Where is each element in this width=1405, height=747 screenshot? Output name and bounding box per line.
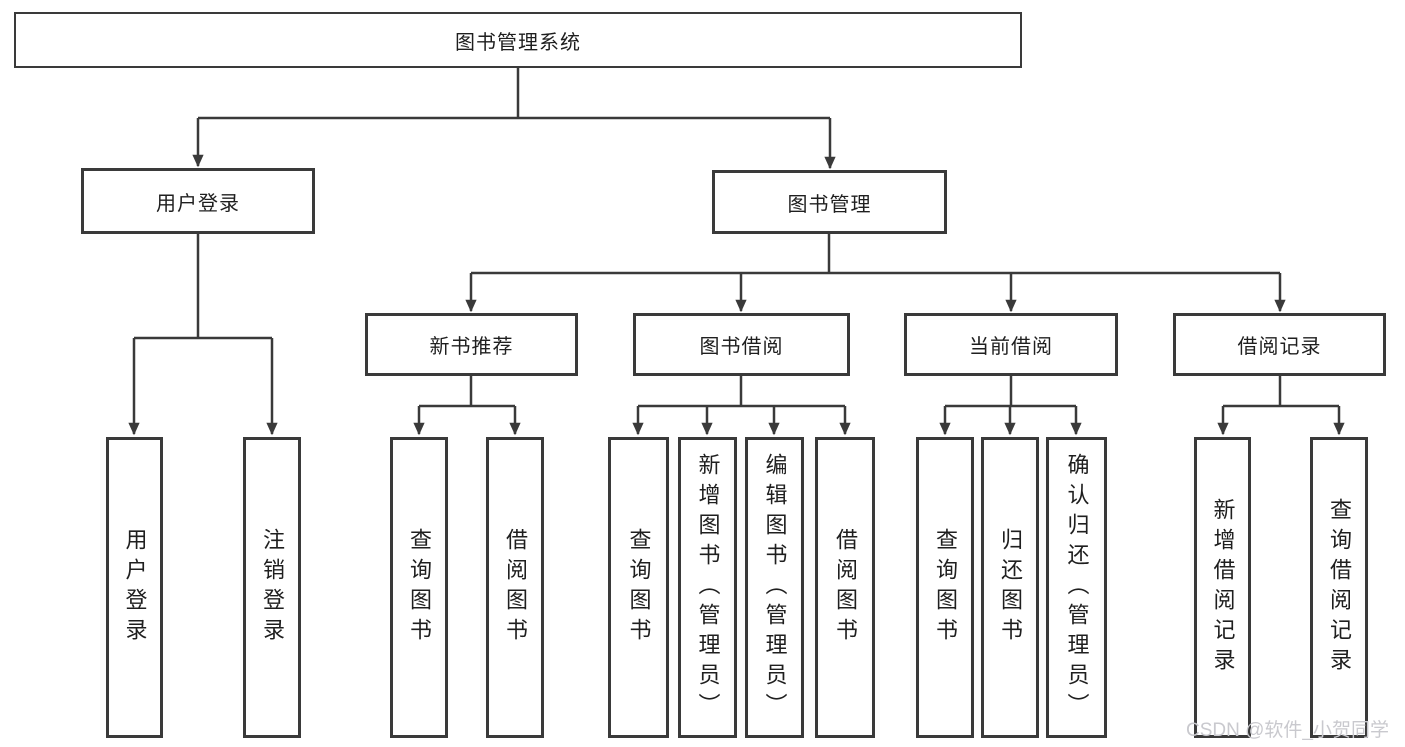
- leaf-confirm-return-admin-label: 确认归还（管理员）: [1064, 452, 1090, 723]
- leaf-edit-books-admin: 编辑图书（管理员）: [745, 437, 804, 738]
- node-book-management: 图书管理: [712, 170, 947, 234]
- node-borrowing-records-label: 借阅记录: [1237, 336, 1322, 358]
- leaf-user-login: 用户登录: [106, 437, 163, 738]
- edge-book-borrowing-to-leaves: [632, 376, 851, 436]
- leaf-edit-books-admin-label: 编辑图书（管理员）: [762, 452, 788, 723]
- leaf-add-books-admin-label: 新增图书（管理员）: [695, 452, 721, 723]
- leaf-return-books: 归还图书: [981, 437, 1039, 738]
- leaf-borrow-books-2: 借阅图书: [815, 437, 875, 738]
- leaf-logout-label: 注销登录: [260, 527, 285, 648]
- leaf-borrow-books-1: 借阅图书: [486, 437, 544, 738]
- leaf-add-borrow-record-label: 新增借阅记录: [1210, 497, 1236, 678]
- node-current-borrowing: 当前借阅: [904, 313, 1118, 376]
- csdn-watermark: CSDN @软件_小贺同学: [1186, 720, 1389, 741]
- leaf-borrow-books-1-label: 借阅图书: [503, 527, 528, 648]
- node-current-borrowing-label: 当前借阅: [969, 336, 1053, 358]
- leaf-confirm-return-admin: 确认归还（管理员）: [1046, 437, 1107, 738]
- leaf-add-books-admin: 新增图书（管理员）: [678, 437, 737, 738]
- node-book-borrowing-label: 图书借阅: [699, 336, 784, 358]
- edge-new-book-to-leaves: [413, 376, 521, 436]
- node-root: 图书管理系统: [14, 12, 1022, 68]
- node-root-label: 图书管理系统: [455, 31, 581, 54]
- leaf-user-login-label: 用户登录: [122, 527, 148, 648]
- node-new-book-recommendation-label: 新书推荐: [429, 336, 514, 358]
- edge-current-borrowing-to-leaves: [939, 376, 1082, 436]
- leaf-borrow-books-2-label: 借阅图书: [833, 527, 858, 648]
- leaf-query-books-3-label: 查询图书: [933, 527, 958, 648]
- edge-borrowing-records-to-leaves: [1217, 376, 1345, 436]
- edge-user-login-to-leaves: [128, 234, 278, 436]
- leaf-add-borrow-record: 新增借阅记录: [1194, 437, 1251, 738]
- leaf-query-books-2-label: 查询图书: [626, 527, 652, 648]
- leaf-return-books-label: 归还图书: [998, 527, 1023, 648]
- edge-root-to-level2: [192, 68, 836, 170]
- node-book-management-label: 图书管理: [787, 193, 872, 216]
- leaf-query-borrow-record-label: 查询借阅记录: [1327, 497, 1352, 678]
- leaf-query-books-1-label: 查询图书: [407, 527, 432, 648]
- leaf-query-books-1: 查询图书: [390, 437, 448, 738]
- leaf-logout: 注销登录: [243, 437, 301, 738]
- node-book-borrowing: 图书借阅: [633, 313, 850, 376]
- leaf-query-borrow-record: 查询借阅记录: [1310, 437, 1368, 738]
- leaf-query-books-3: 查询图书: [916, 437, 974, 738]
- edge-book-management-to-level3: [465, 234, 1286, 313]
- node-borrowing-records: 借阅记录: [1173, 313, 1386, 376]
- node-user-login: 用户登录: [81, 168, 315, 234]
- leaf-query-books-2: 查询图书: [608, 437, 669, 738]
- node-new-book-recommendation: 新书推荐: [365, 313, 578, 376]
- node-user-login-label: 用户登录: [156, 192, 240, 215]
